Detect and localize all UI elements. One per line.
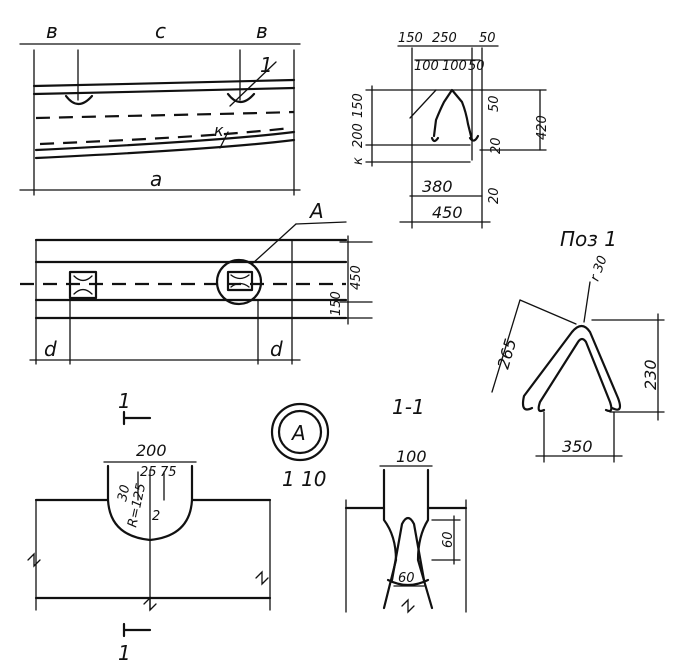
position-1-loop xyxy=(491,281,665,463)
dim-d-right: d xyxy=(270,337,283,361)
end-dim-50b: 50 xyxy=(468,59,485,74)
end-view xyxy=(365,45,547,229)
end-dim-250: 250 xyxy=(432,31,457,46)
plan-dim-150: 150 xyxy=(329,291,344,316)
dim-c: с xyxy=(155,19,166,43)
dim-k: к xyxy=(214,121,224,140)
section-1-dim-2: 2 xyxy=(152,509,160,524)
callout-A-label: A xyxy=(308,199,324,223)
callout-1-label: 1 xyxy=(260,53,273,77)
plan-dim-450: 450 xyxy=(349,265,364,290)
end-dim-50: 50 xyxy=(479,31,496,46)
section-1-1-dim-100: 100 xyxy=(396,447,427,466)
end-dim-150: 150 xyxy=(398,31,423,46)
end-dim-50c: 50 xyxy=(487,95,502,112)
detail-A-scale: 1 10 xyxy=(282,467,327,491)
section-1-bottom-label: 1 xyxy=(118,641,131,665)
end-dim-420: 420 xyxy=(535,115,550,140)
pos1-dim-350: 350 xyxy=(562,437,593,456)
pos1-dim-230: 230 xyxy=(641,359,660,390)
section-1-top-label: 1 xyxy=(118,389,131,413)
dim-d-left: d xyxy=(44,337,57,361)
section-1-dim-30: 30 xyxy=(115,484,133,503)
section-1-1-title: 1-1 xyxy=(392,395,425,419)
end-dim-20b: 20 xyxy=(487,187,502,204)
section-1-1-view xyxy=(344,465,468,614)
pos1-title: Поз 1 xyxy=(560,227,617,251)
end-dim-100b: 100 xyxy=(442,59,467,74)
section-1-dim-200: 200 xyxy=(136,441,167,460)
end-dim-380: 380 xyxy=(422,177,453,196)
section-1-dim-75: 75 xyxy=(160,465,177,480)
top-view xyxy=(19,43,301,196)
section-1-view xyxy=(27,410,272,638)
plan-view xyxy=(20,221,373,365)
end-dim-k: к xyxy=(351,157,366,165)
section-1-dim-25: 25 xyxy=(140,465,157,480)
end-dim-450: 450 xyxy=(432,203,463,222)
dim-b-left: в xyxy=(46,19,58,43)
dim-a: а xyxy=(150,167,162,191)
dim-b-right: в xyxy=(256,19,268,43)
detail-A-marker xyxy=(270,402,330,462)
end-dim-150v: 150 xyxy=(351,93,366,118)
end-dim-200v: 200 xyxy=(351,123,366,148)
end-dim-100a: 100 xyxy=(414,59,439,74)
end-dim-20a: 20 xyxy=(489,137,504,154)
section-1-1-dim-60v: 60 xyxy=(441,531,456,548)
pos1-dim-265: 265 xyxy=(494,337,521,372)
section-1-1-dim-60h: 60 xyxy=(398,571,415,586)
pos1-radius: r 30 xyxy=(588,254,611,284)
detail-A-letter: A xyxy=(290,421,306,445)
